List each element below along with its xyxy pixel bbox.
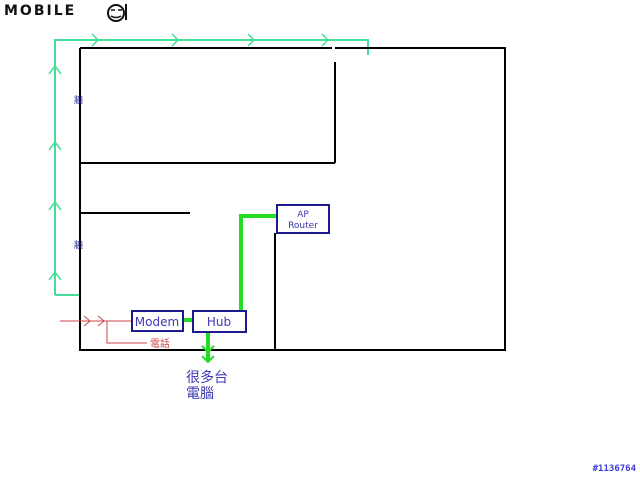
cable-direction-arrow [48, 64, 62, 281]
many-pcs-label: 很多台 [186, 369, 228, 386]
router-label: Router [288, 221, 318, 231]
brand-logo: MOBILE [4, 3, 76, 19]
wall-label: 牆 [74, 239, 83, 251]
modem-label: Modem [135, 315, 179, 329]
modem-device: Modem [131, 310, 184, 332]
building-walls [79, 47, 506, 351]
phone-line [60, 315, 147, 344]
lan-cable-arrow [201, 345, 215, 364]
many-pcs-label: 電腦 [186, 386, 214, 402]
phone-label: 電話 [150, 337, 170, 350]
ap-router-device: AP Router [276, 204, 330, 234]
ap-label: AP [297, 210, 309, 220]
mobile01-face-icon [107, 4, 127, 22]
watermark: #1136764 [592, 464, 636, 474]
brand-logo-text: MOBILE [4, 3, 77, 19]
hub-device: Hub [192, 310, 247, 333]
cable-direction-arrow [91, 33, 330, 47]
outer-cable-route [48, 33, 369, 296]
wall-label: 牆 [74, 94, 83, 106]
hub-label: Hub [207, 315, 231, 329]
lan-cable [180, 214, 276, 362]
